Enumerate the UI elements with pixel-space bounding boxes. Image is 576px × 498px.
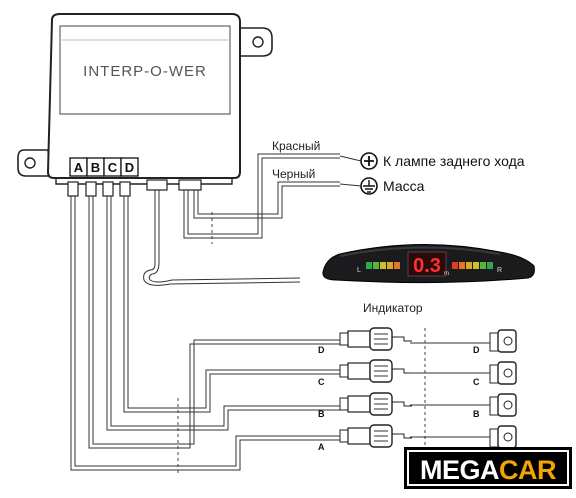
sensor-d-label-left: D xyxy=(318,345,325,355)
port-b-label: B xyxy=(91,160,100,175)
logo-part-mega: MEGA xyxy=(420,455,499,485)
control-unit: INTERP-O-WER xyxy=(17,13,273,185)
port-c-label: C xyxy=(108,160,118,175)
black-wire-label: Черный xyxy=(272,167,315,181)
plus-icon xyxy=(360,152,378,170)
sensor-row-b: B B xyxy=(318,392,517,419)
sensor-c-label-right: C xyxy=(473,377,480,387)
red-wire-label: Красный xyxy=(272,139,320,153)
reverse-lamp-label: К лампе заднего хода xyxy=(383,153,525,169)
display-cable xyxy=(143,190,301,286)
svg-text:MEGACAR: MEGACAR xyxy=(420,455,556,485)
unit-connectors xyxy=(67,179,202,197)
indicator-left-letter: L xyxy=(357,267,361,274)
indicator-unit: m xyxy=(444,271,449,277)
break-marks xyxy=(177,212,426,476)
megacar-logo: MEGACAR xyxy=(404,447,572,489)
port-labels: A B C D xyxy=(69,157,139,177)
sensor-c-label-left: C xyxy=(318,377,325,387)
sensor-row-d: D D xyxy=(318,327,517,355)
indicator-right-letter: R xyxy=(497,267,502,274)
sensor-b-label-left: B xyxy=(318,409,325,419)
indicator-caption: Индикатор xyxy=(363,301,423,315)
port-d-label: D xyxy=(125,160,134,175)
sensor-row-a: A xyxy=(318,424,517,452)
sensor-row-c: C C xyxy=(318,359,517,387)
ground-label: Масса xyxy=(383,178,425,194)
power-cable xyxy=(183,153,340,239)
sensor-d-label-right: D xyxy=(473,345,480,355)
logo-part-car: CAR xyxy=(499,455,556,485)
sensor-wires xyxy=(70,196,340,471)
ground-icon xyxy=(360,177,378,195)
indicator-display: 0.3 L m R xyxy=(322,243,535,284)
sensor-a-label-left: A xyxy=(318,442,325,452)
sensor-b-label-right: B xyxy=(473,409,480,419)
port-a-label: A xyxy=(74,160,84,175)
brand-label: INTERP-O-WER xyxy=(83,63,207,80)
indicator-digits: 0.3 xyxy=(413,255,441,277)
